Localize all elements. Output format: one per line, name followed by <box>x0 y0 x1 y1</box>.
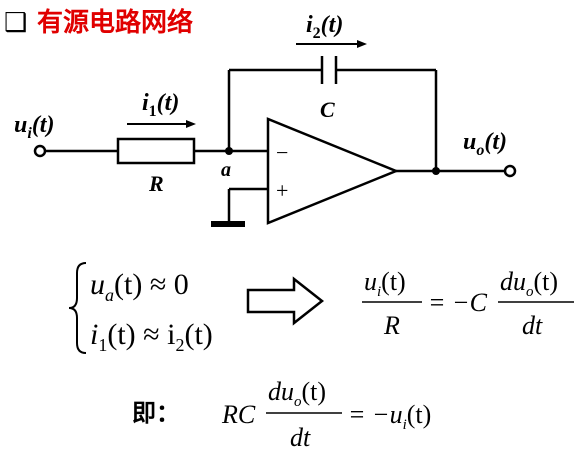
current-i1-label: i1(t) <box>142 90 179 120</box>
resistor-label: R <box>148 171 164 196</box>
circuit-diagram <box>33 56 517 225</box>
ground-symbol <box>211 221 245 227</box>
checkbox-icon: ❑ <box>4 8 27 38</box>
final-rc: RC <box>221 400 256 429</box>
final-rhs: = −ui(t) <box>348 400 431 433</box>
output-label: uo(t) <box>463 129 507 159</box>
opamp-minus-sign: − <box>276 140 288 165</box>
frac1-numerator: ui(t) <box>364 267 406 300</box>
system-line-1: ua(t) ≈ 0 <box>90 268 189 305</box>
implies-arrow <box>246 276 325 326</box>
final-denominator: dt <box>290 423 311 451</box>
ji-label: 即： <box>132 399 180 427</box>
frac2-numerator: duo(t) <box>500 267 558 300</box>
current-i2-label: i2(t) <box>306 12 343 42</box>
node-a-label: a <box>221 159 231 181</box>
output-node-dot <box>432 167 440 175</box>
frac1-denominator: R <box>383 311 400 340</box>
resistor <box>116 137 196 165</box>
input-label: ui(t) <box>14 112 54 142</box>
op-amp <box>266 117 400 225</box>
frac2-denominator: dt <box>522 311 543 340</box>
eq-minus-c: = −C <box>428 288 488 317</box>
system-line-2: i1(t) ≈ i2(t) <box>90 318 213 355</box>
output-terminal <box>503 164 517 178</box>
input-terminal <box>33 144 47 158</box>
i1-arrow-head <box>186 120 196 128</box>
node-a-dot <box>225 147 233 155</box>
page-title: 有源电路网络 <box>37 7 193 38</box>
opamp-plus-sign: + <box>276 178 288 203</box>
system-brace <box>68 262 87 354</box>
i2-arrow-head <box>357 40 367 48</box>
capacitor-label: C <box>320 97 335 122</box>
final-numerator: duo(t) <box>268 377 326 410</box>
